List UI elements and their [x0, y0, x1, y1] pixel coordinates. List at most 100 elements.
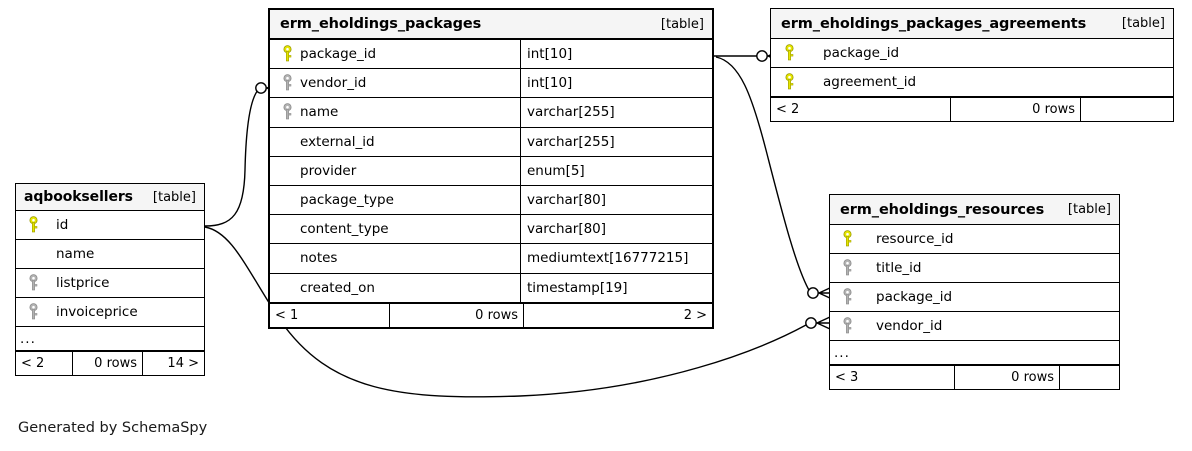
table-header: erm_eholdings_packages [table] [270, 10, 712, 40]
table-row[interactable]: listprice [16, 269, 204, 298]
table-title: aqbooksellers [24, 189, 133, 205]
footer-row-count: 0 rows [955, 366, 1060, 389]
table-erm-eholdings-packages-agreements[interactable]: erm_eholdings_packages_agreements [table… [770, 8, 1174, 122]
footer-row-count: 0 rows [73, 352, 143, 375]
table-row[interactable]: content_type varchar[80] [270, 215, 712, 245]
primary-key-icon [22, 216, 44, 234]
column-name: resource_id [876, 231, 954, 247]
column-name-cell: notes [270, 244, 520, 272]
table-kind-label: [table] [1067, 202, 1111, 217]
table-kind-label: [table] [660, 16, 704, 32]
table-row[interactable]: vendor_id int[10] [270, 69, 712, 99]
edge-booksellers-id-to-packages-vendor-id [204, 89, 259, 227]
column-name-cell: package_id [270, 40, 520, 68]
primary-key-icon [777, 44, 801, 62]
foreign-key-icon [836, 259, 858, 277]
more-columns-indicator: ... [16, 327, 204, 351]
table-row[interactable]: package_id [830, 283, 1119, 312]
column-name: vendor_id [876, 318, 943, 334]
column-name-cell: resource_id [830, 225, 1119, 253]
column-name-cell: created_on [270, 274, 520, 302]
column-name-cell: name [270, 98, 520, 126]
table-row[interactable]: name [16, 240, 204, 269]
table-title: erm_eholdings_packages_agreements [781, 15, 1087, 32]
foreign-key-icon [276, 74, 298, 92]
column-name-cell: external_id [270, 128, 520, 156]
column-type: varchar[80] [520, 185, 712, 215]
column-name: package_id [876, 289, 953, 305]
table-row[interactable]: package_id int[10] [270, 40, 712, 70]
table-aqbooksellers[interactable]: aqbooksellers [table] id name listp [15, 183, 205, 376]
column-name: name [300, 104, 339, 121]
column-name-cell: package_type [270, 186, 520, 214]
column-name-cell: package_id [830, 283, 1119, 311]
column-type: mediumtext[16777215] [520, 244, 712, 273]
table-footer: < 2 0 rows [771, 97, 1173, 121]
primary-key-icon [836, 230, 858, 248]
table-header: aqbooksellers [table] [16, 184, 204, 211]
column-type: timestamp[19] [520, 273, 712, 302]
footer-prev-link[interactable]: < 2 [771, 98, 951, 121]
footer-next-link[interactable]: 2 > [683, 307, 707, 323]
column-type: enum[5] [520, 156, 712, 185]
column-name: name [56, 246, 95, 262]
table-row[interactable]: provider enum[5] [270, 156, 712, 186]
column-name: package_id [823, 45, 900, 61]
table-row[interactable]: vendor_id [830, 312, 1119, 341]
column-name-cell: id [16, 211, 204, 239]
footer-next-link[interactable] [1081, 98, 1173, 121]
column-type: varchar[80] [520, 215, 712, 244]
edge-endpoint-optional [255, 82, 267, 94]
table-row[interactable]: name varchar[255] [270, 98, 712, 128]
more-columns-indicator: ... [830, 341, 1119, 365]
table-kind-label: [table] [152, 189, 196, 205]
footer-prev-link[interactable]: < 1 [270, 303, 390, 327]
column-type: varchar[255] [520, 98, 712, 127]
column-name-cell: provider [270, 157, 520, 185]
column-name-cell: listprice [16, 269, 204, 297]
foreign-key-icon [22, 274, 44, 292]
foreign-key-icon [836, 317, 858, 335]
foreign-key-icon [22, 303, 44, 321]
footer-prev-link[interactable]: < 3 [830, 366, 955, 389]
column-name-cell: agreement_id [771, 68, 1173, 96]
table-title: erm_eholdings_packages [280, 16, 482, 32]
table-erm-eholdings-packages[interactable]: erm_eholdings_packages [table] package_i… [268, 8, 714, 329]
footer-prev-link[interactable]: < 2 [16, 352, 73, 375]
footer-row-count: 0 rows [390, 303, 524, 327]
table-footer: < 2 0 rows 14 > [16, 351, 204, 375]
column-name-cell: invoiceprice [16, 298, 204, 326]
column-name: listprice [56, 275, 110, 291]
column-name-cell: name [16, 240, 204, 268]
column-name: package_id [300, 46, 377, 63]
column-name: package_type [300, 192, 394, 209]
table-erm-eholdings-resources[interactable]: erm_eholdings_resources [table] resource… [829, 194, 1120, 390]
table-row[interactable]: agreement_id [771, 68, 1173, 97]
table-row[interactable]: resource_id [830, 225, 1119, 254]
table-row[interactable]: package_id [771, 39, 1173, 68]
table-header: erm_eholdings_resources [table] [830, 195, 1119, 225]
column-name: agreement_id [823, 74, 917, 90]
table-row[interactable]: package_type varchar[80] [270, 185, 712, 216]
table-header: erm_eholdings_packages_agreements [table… [771, 9, 1173, 39]
column-name: title_id [876, 260, 922, 276]
table-row[interactable]: invoiceprice [16, 298, 204, 327]
table-row[interactable]: id [16, 211, 204, 240]
column-name: provider [300, 162, 357, 179]
footer-next-link[interactable]: 14 > [167, 356, 199, 371]
table-row[interactable]: title_id [830, 254, 1119, 283]
footer-next-link[interactable] [1060, 366, 1119, 389]
foreign-key-icon [836, 288, 858, 306]
table-row[interactable]: notes mediumtext[16777215] [270, 244, 712, 274]
table-row[interactable]: external_id varchar[255] [270, 127, 712, 157]
primary-key-icon [276, 45, 298, 63]
column-name: notes [300, 250, 338, 267]
table-row[interactable]: created_on timestamp[19] [270, 273, 712, 303]
edge-endpoint-optional [756, 50, 768, 62]
edge-endpoint-optional [805, 317, 817, 329]
table-title: erm_eholdings_resources [840, 201, 1045, 218]
table-kind-label: [table] [1121, 16, 1165, 31]
foreign-key-icon [276, 103, 298, 121]
column-name-cell: vendor_id [830, 312, 1119, 340]
